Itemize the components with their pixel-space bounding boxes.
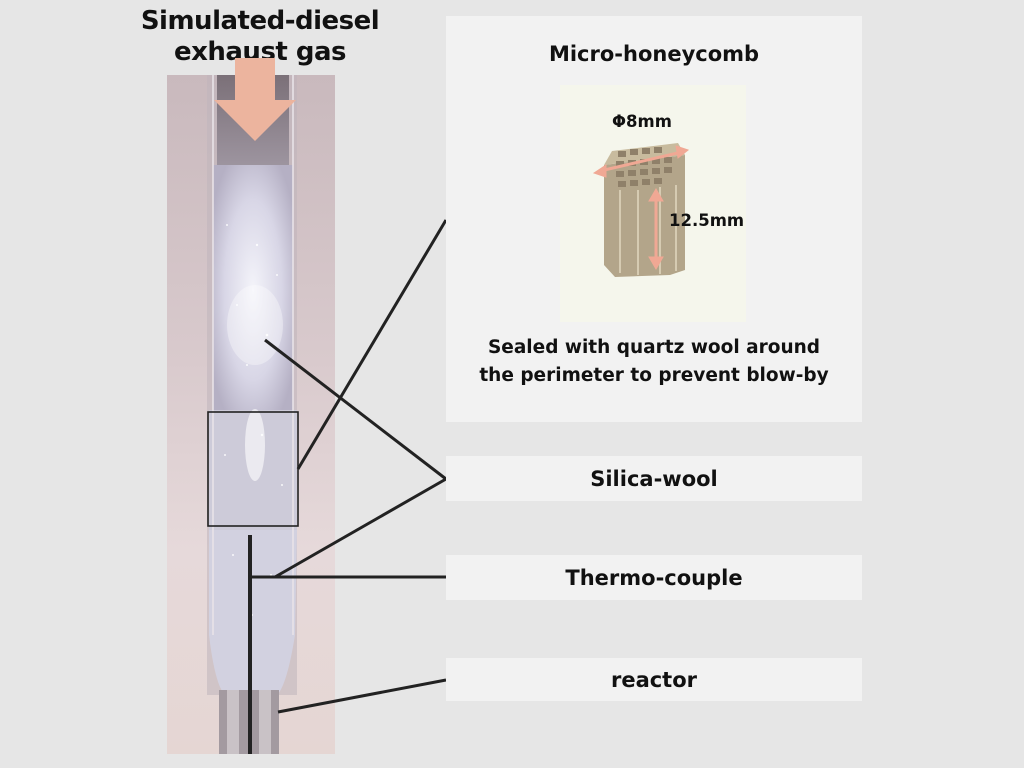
label-reactor: reactor [446,658,862,701]
micro-honeycomb-description: Sealed with quartz wool around the perim… [446,334,862,390]
reactor-photo [167,75,335,754]
reactor-tube-illustration [207,75,297,754]
diagram-title: Simulated-diesel exhaust gas [110,6,410,68]
honeycomb-illustration [592,143,690,277]
label-silica-wool: Silica-wool [446,456,862,501]
label-thermocouple: Thermo-couple [446,555,862,600]
description-line-2: the perimeter to prevent blow-by [479,365,829,386]
description-line-1: Sealed with quartz wool around [487,337,821,358]
reactor-text: reactor [610,667,698,692]
title-line-2: exhaust gas [173,37,347,67]
length-label: 12.5mm [669,211,745,230]
micro-honeycomb-photo: Φ8mm 12.5mm [560,85,746,322]
silica-wool-text: Silica-wool [590,466,718,491]
thermocouple-text: Thermo-couple [565,565,743,590]
title-line-1: Simulated-diesel [140,6,380,36]
micro-honeycomb-panel: Micro-honeycomb [446,16,862,422]
micro-honeycomb-title: Micro-honeycomb [548,42,760,66]
diameter-label: Φ8mm [612,112,672,131]
